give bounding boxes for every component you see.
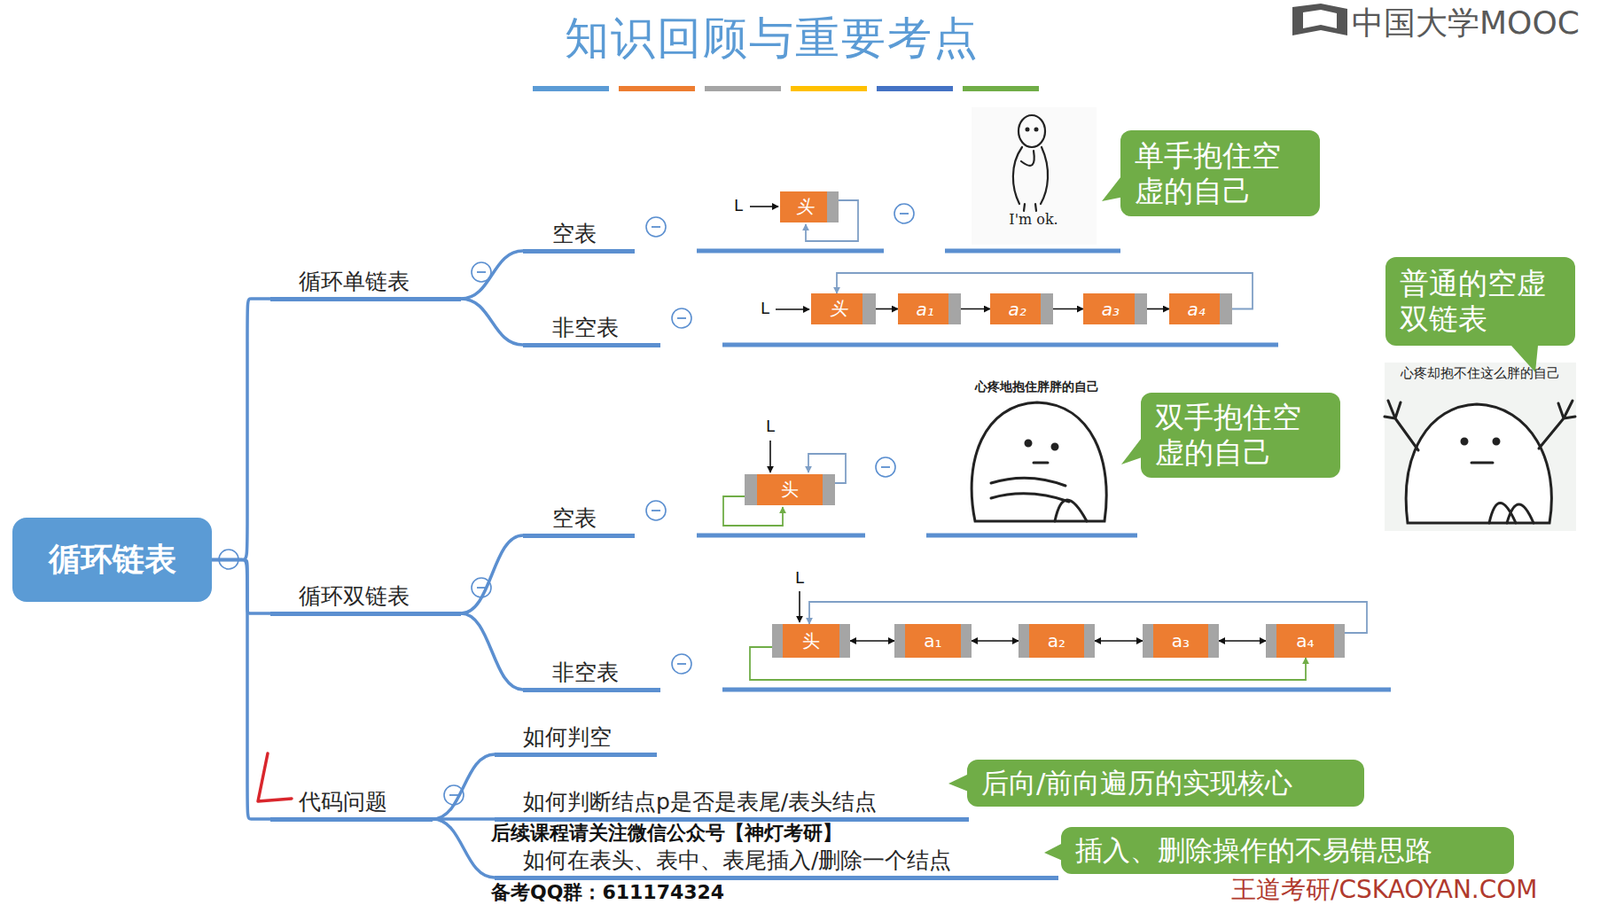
node-text: 后向/前向遍历的实现核心 [981, 766, 1293, 800]
node-text: 循环链表 [48, 538, 177, 582]
list-node: a₂ [1018, 624, 1095, 658]
node-text: a₁ [923, 630, 942, 652]
connector [460, 613, 523, 690]
topic-branch: 空表 [522, 218, 635, 254]
blob-hugging [959, 377, 1116, 526]
pointer-name: L [733, 195, 743, 216]
red-mark [257, 753, 292, 802]
list-node: a₄ [1169, 293, 1233, 325]
node-text: 头 [780, 477, 799, 502]
node-text: 单手抱住空虚的自己 [1134, 138, 1306, 209]
callout-bubble: 插入、删除操作的不易错思路 [1061, 827, 1515, 875]
callout-bubble: 单手抱住空虚的自己 [1120, 130, 1320, 217]
connector [460, 298, 523, 345]
watermark: 后续课程请关注微信公众号【神灯考研】 [491, 821, 843, 845]
node-text: 代码问题 [298, 788, 388, 816]
topic-branch: 如何判空 [494, 722, 657, 758]
connector [1218, 640, 1266, 642]
node-text: a₄ [1295, 630, 1314, 652]
topic-branch: 循环双链表 [270, 581, 461, 617]
list-node: 头 [811, 293, 876, 325]
list-node: a₄ [1265, 624, 1345, 658]
node-text: a₂ [1007, 298, 1026, 320]
watermark: 备考QQ群：611174324 [491, 881, 725, 905]
connector [971, 640, 1019, 642]
callout-bubble: 普通的空虚双链表 [1385, 257, 1576, 346]
list-node: a₂ [990, 293, 1054, 325]
topic-branch: 如何判断结点p是否是表尾/表头结点 [494, 787, 969, 822]
connector [211, 560, 271, 615]
branch-bars [696, 250, 1391, 690]
stick-figure [971, 107, 1097, 245]
connector [460, 535, 523, 614]
list-node: 头 [780, 191, 839, 223]
node-text: 如何判断结点p是否是表尾/表头结点 [522, 788, 877, 816]
brand-logo: 中国大学MOOC [1351, 3, 1580, 42]
list-node: 头 [772, 624, 851, 658]
color-bars [532, 85, 1039, 92]
node-text: a₃ [1171, 630, 1190, 652]
node-text: 空表 [552, 220, 597, 248]
node-text: 空表 [552, 505, 597, 532]
node-text: a₂ [1047, 630, 1066, 652]
connector [432, 754, 495, 820]
node-text: 非空表 [552, 659, 619, 687]
connector [850, 640, 895, 642]
connector [460, 250, 523, 299]
list-node: a₃ [1142, 624, 1219, 658]
collapse-icon [218, 203, 914, 805]
pointer-name: L [765, 416, 775, 437]
blob-arms-open [1384, 362, 1577, 531]
node-text: 头 [796, 195, 814, 219]
topic-branch: 空表 [522, 503, 635, 539]
node-text: 如何判空 [522, 724, 612, 751]
list-node: 头 [744, 474, 836, 506]
watermark: 王道考研/CSKAOYAN.COM [1231, 874, 1538, 905]
connector [1147, 308, 1170, 311]
figure-caption: 心疼地抱住胖胖的自己 [975, 379, 1100, 395]
callout-bubble: 后向/前向遍历的实现核心 [967, 759, 1365, 807]
connector [875, 308, 898, 311]
topic-branch: 代码问题 [270, 787, 433, 822]
node-text: 头 [802, 629, 820, 654]
self-loop [723, 200, 859, 526]
connector [432, 819, 495, 878]
connector [211, 560, 271, 820]
topic-branch: 循环单链表 [270, 266, 461, 302]
list-node: a₃ [1083, 293, 1148, 325]
pointer-name: L [795, 568, 804, 588]
head-pointer [749, 206, 810, 623]
node-text: 头 [829, 296, 848, 321]
topic-branch: 如何在表头、表中、表尾插入/删除一个结点 [494, 845, 1059, 881]
list-node: a₁ [894, 624, 972, 658]
connector [1094, 640, 1143, 642]
topic-branch: 非空表 [522, 657, 661, 693]
topic-branch: 非空表 [522, 312, 661, 348]
figure-caption: I'm ok. [1008, 210, 1058, 228]
figure-caption: 心疼却抱不住这么胖的自己 [1400, 365, 1561, 382]
list-node: a₁ [897, 293, 961, 325]
mooc-logo [1292, 3, 1348, 36]
connector [211, 298, 271, 561]
node-text: a₃ [1101, 298, 1120, 320]
title: 知识回顾与重要考点 [0, 8, 1545, 69]
root-topic: 循环链表 [12, 517, 212, 602]
node-text: 循环单链表 [298, 268, 410, 296]
pointer-name: L [760, 298, 770, 319]
node-text: a₁ [915, 298, 934, 320]
node-text: 普通的空虚双链表 [1399, 265, 1561, 336]
node-text: a₄ [1186, 298, 1205, 320]
node-text: 双手抱住空虚的自己 [1155, 399, 1327, 470]
connector [960, 308, 991, 311]
node-text: 循环双链表 [298, 583, 410, 610]
connector [1053, 308, 1084, 311]
node-text: 如何在表头、表中、表尾插入/删除一个结点 [522, 847, 952, 875]
node-text: 非空表 [552, 314, 619, 342]
callout-bubble: 双手抱住空虚的自己 [1140, 392, 1341, 478]
node-text: 插入、删除操作的不易错思路 [1075, 834, 1433, 867]
